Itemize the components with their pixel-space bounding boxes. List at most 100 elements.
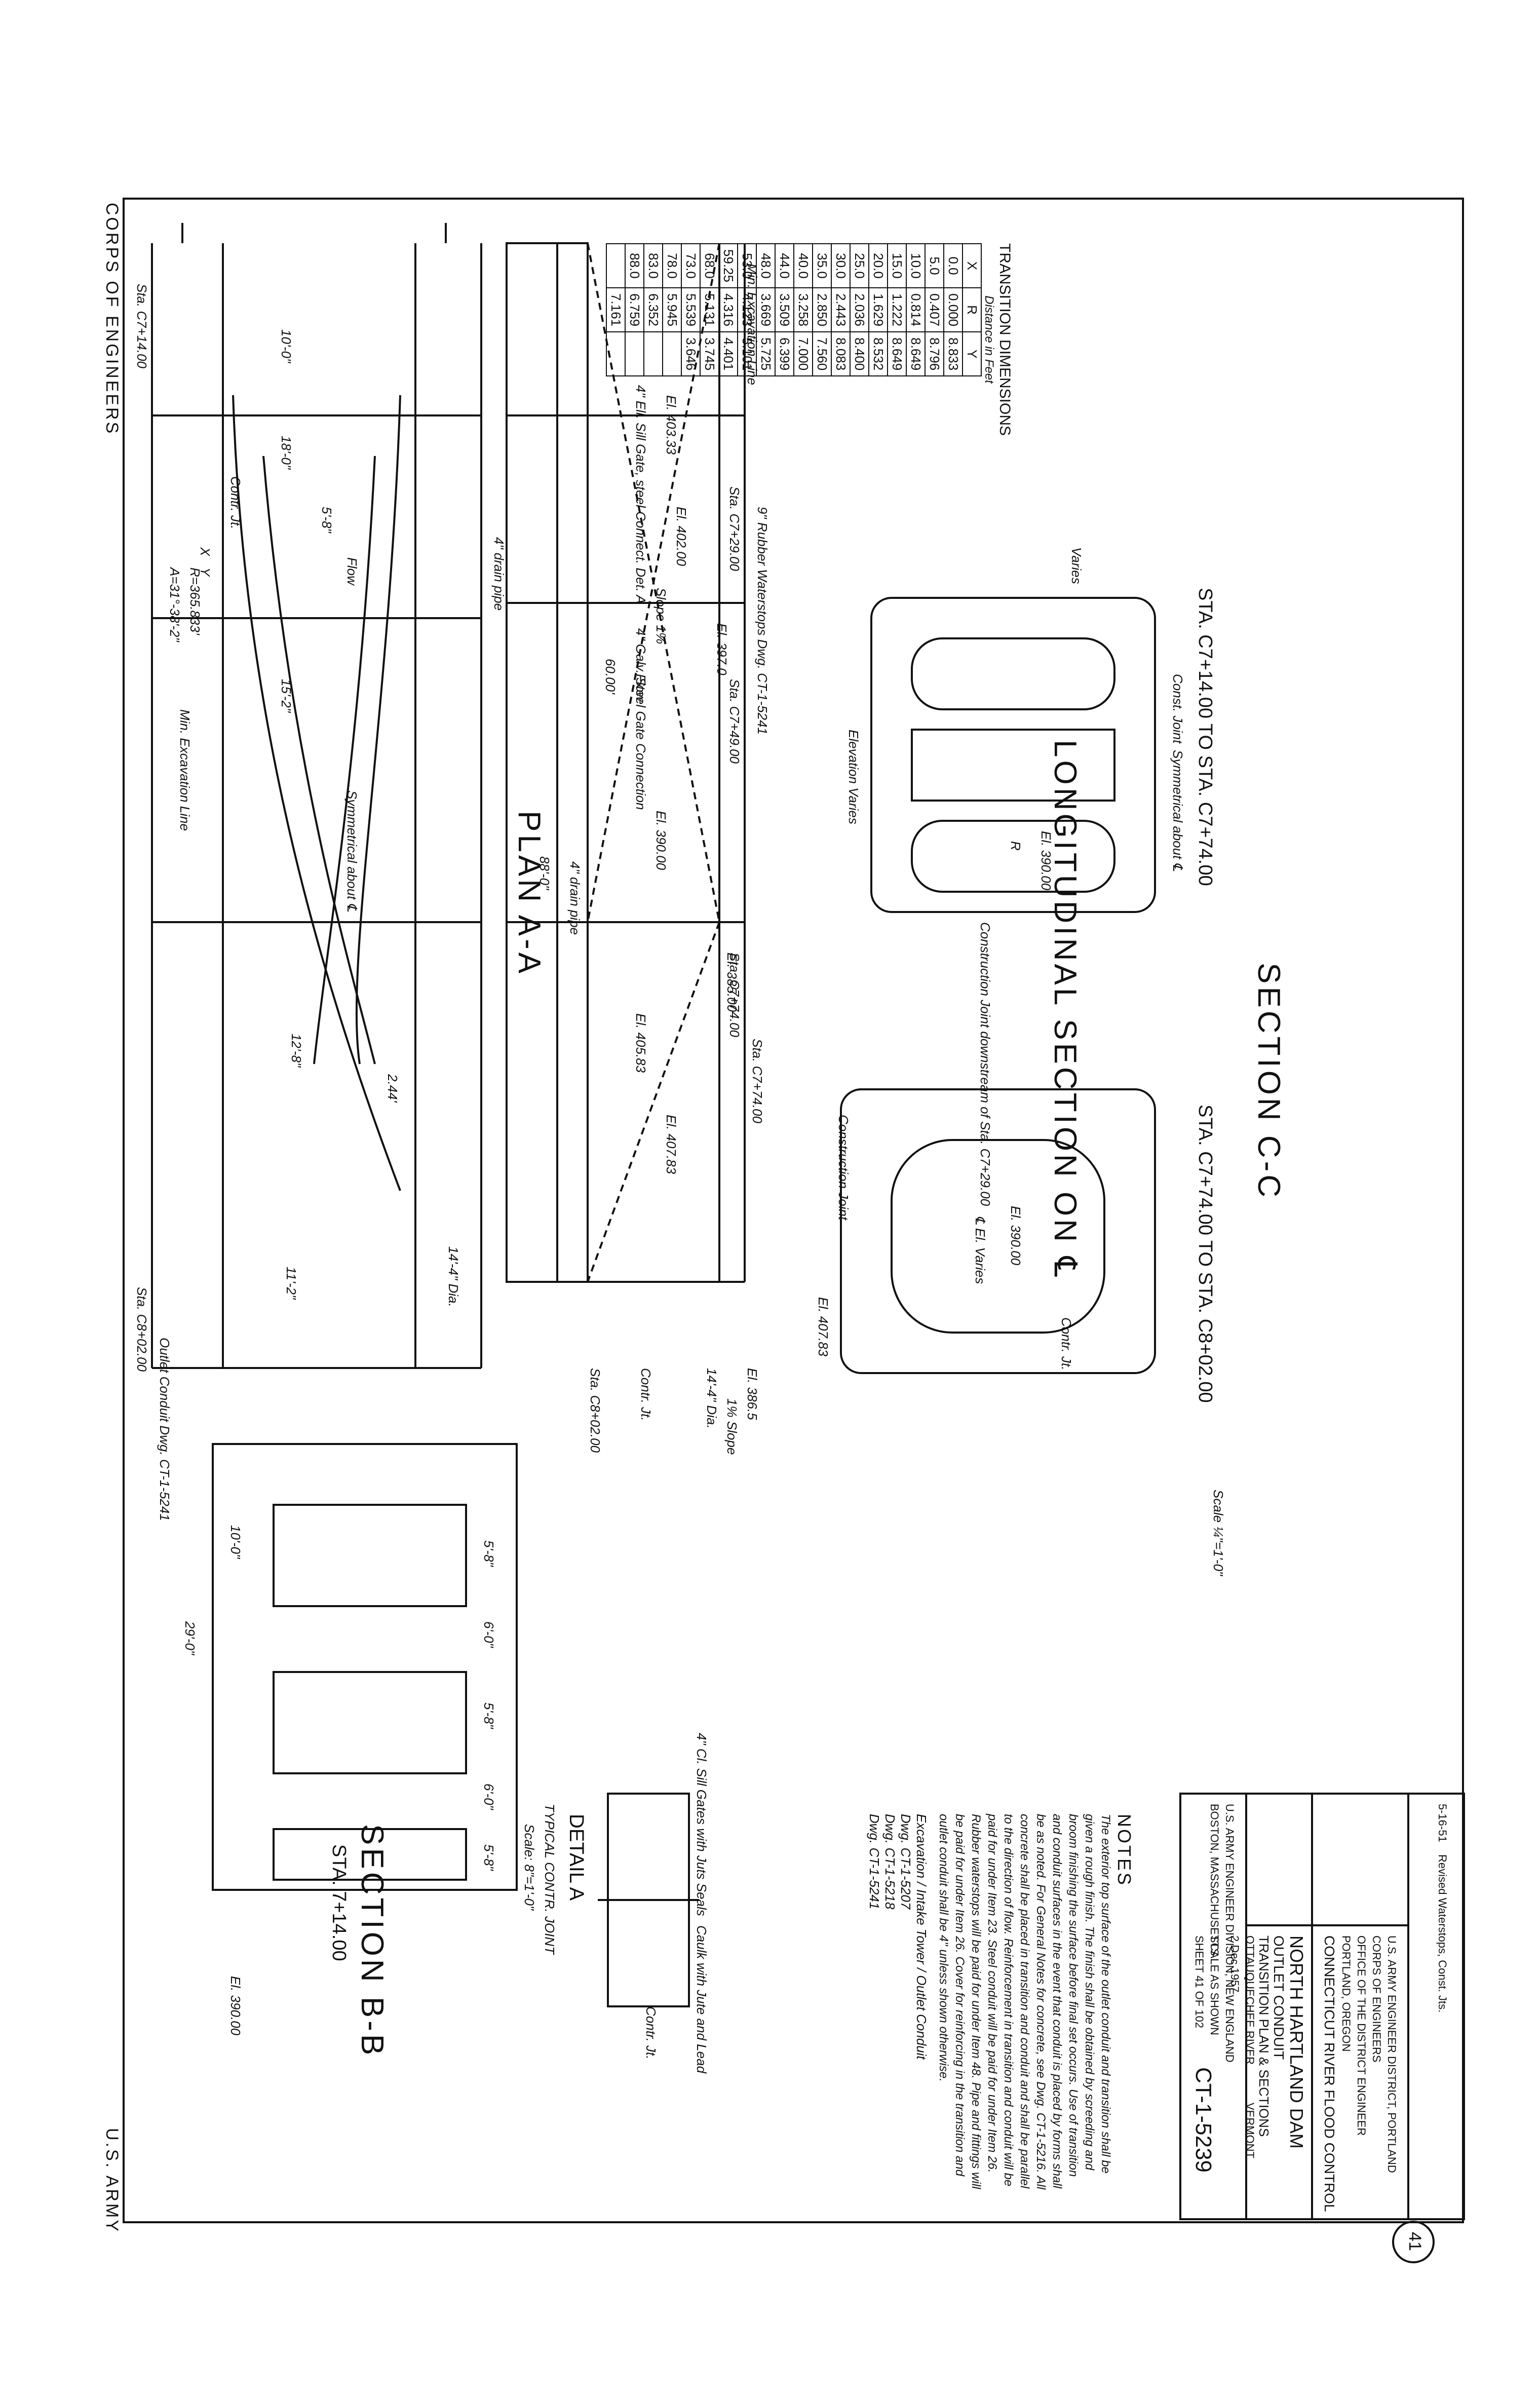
transition-cell: 48.0	[756, 244, 775, 288]
detail-a-outline	[598, 1793, 699, 2007]
transition-cell: 8.400	[850, 332, 869, 376]
tb-river: OTTAUQUECHEE RIVER	[1244, 1935, 1256, 2065]
section-bb-title: SECTION B-B	[355, 1824, 390, 2059]
transition-cell: 3.258	[794, 288, 813, 332]
notes-body: The exterior top surface of the outlet c…	[937, 1814, 1112, 2190]
notes-block: NOTES The exterior top surface of the ou…	[866, 1814, 1135, 2199]
long-label-el-40583: El. 405.83	[633, 1013, 648, 1073]
section-bb-dim-6: 5'-8"	[481, 1844, 496, 1871]
transition-cell: 3.669	[756, 288, 775, 332]
plan-label-contr-jt: Contr. Jt.	[228, 476, 243, 529]
transition-cell: 2.443	[831, 288, 850, 332]
detail-a-label-3: Contr. Jt.	[643, 2006, 659, 2060]
plan-label-outlet: Outlet Conduit Dwg. CT-1-5241	[157, 1338, 172, 1521]
tb-office: U.S. ARMY ENGINEER DISTRICT, PORTLAND	[1385, 1935, 1398, 2173]
transition-cell: 25.0	[850, 244, 869, 288]
tb-office2: OFFICE OF THE DISTRICT ENGINEER	[1355, 1935, 1368, 2136]
tb-division: U.S. ARMY ENGINEER DIVISION, NEW ENGLAND	[1223, 1804, 1236, 2063]
plan-station-5: Sta. C8+02.00	[134, 1287, 149, 1372]
tb-revision: Revised Waterstops, Const. Jts.	[1436, 1854, 1449, 2013]
plan-station-1: Sta. C7+14.00	[134, 284, 149, 368]
transition-cell: 30.0	[831, 244, 850, 288]
transition-cell: 7.161	[606, 288, 625, 332]
tb-corps: CORPS OF ENGINEERS	[1370, 1935, 1383, 2063]
plan-label-angle: A=31°-38'-2"	[167, 567, 182, 642]
transition-cell: 8.649	[906, 332, 925, 376]
transition-cell: 1.629	[869, 288, 888, 332]
transition-cell: 0.814	[906, 288, 925, 332]
tb-drawing-number: CT-1-5239	[1191, 2067, 1216, 2173]
transition-cell: 4.401	[719, 332, 738, 376]
section-cc-outline-1	[870, 597, 1156, 913]
plan-station-3: Sta. C7+49.00	[727, 679, 742, 764]
long-label-1pct: 1% Slope	[724, 1398, 740, 1455]
transition-cell: 8.083	[831, 332, 850, 376]
transition-cell: 1.222	[888, 288, 906, 332]
long-label-waterstops: 9" Rubber Waterstops Dwg. CT-1-5241	[755, 507, 770, 735]
section-cc-label-symm: Symmetrical about ℄	[1170, 750, 1185, 871]
notes-refs-title: Excavation / Intake Tower / Outlet Condu…	[914, 1814, 929, 2060]
section-bb-dim-1: 10'-0"	[228, 1525, 243, 1559]
section-cc-label-contr: Contr. Jt.	[1059, 1317, 1074, 1371]
transition-cell: 6.352	[644, 288, 663, 332]
section-cc-label-r: R	[1008, 841, 1023, 851]
section-cc-label-el390: El. 390.00	[1038, 831, 1054, 891]
section-cc-label-construction: Construction Joint	[836, 1115, 851, 1221]
plan-dim-2: 18'-0"	[279, 436, 294, 470]
section-bb-dim-2: 5'-8"	[481, 1540, 496, 1567]
plan-dim-1: 10'-0"	[279, 329, 294, 363]
transition-cell: 88.0	[625, 244, 644, 288]
plan-label-flow: Flow	[344, 557, 360, 585]
section-bb-dim-3: 6'-0"	[481, 1621, 496, 1648]
detail-a-label-1: 4" Cl. Sill Gates with Juts Seals	[694, 1733, 709, 1916]
transition-cell: 8.833	[944, 332, 962, 376]
transition-cell: 2.036	[850, 288, 869, 332]
transition-cell: 7.560	[813, 332, 831, 376]
tb-subject2: TRANSITION PLAN & SECTIONS	[1256, 1935, 1272, 2137]
transition-cell	[625, 332, 644, 376]
tb-sheet-circle: 41	[1405, 2232, 1424, 2251]
transition-header-cell: Y	[962, 332, 981, 376]
transition-table-subtitle: Distance in Feet	[982, 295, 996, 384]
transition-header-cell: X	[962, 244, 981, 288]
long-label-sta-1: Sta. C7+74.00	[750, 1039, 765, 1123]
transition-cell: 3.509	[775, 288, 794, 332]
plan-label-x: X	[198, 547, 213, 556]
long-label-contr: Contr. Jt.	[638, 1368, 653, 1421]
transition-cell: 83.0	[644, 244, 663, 288]
title-block-outline	[1179, 1793, 1465, 2220]
transition-cell: 35.0	[813, 244, 831, 288]
plan-label-symm: Symmetrical about ℄	[344, 790, 360, 912]
detail-a-scale: Scale: 8"=1'-0"	[522, 1824, 537, 1911]
transition-cell: 7.000	[794, 332, 813, 376]
plan-label-min-exc: Min. Excavation Line	[177, 709, 192, 831]
transition-table-title: TRANSITION DIMENSIONS	[996, 243, 1013, 436]
transition-cell	[663, 332, 681, 376]
transition-cell: 3.646	[681, 332, 700, 376]
plan-outline	[151, 223, 482, 1369]
transition-cell: 78.0	[663, 244, 681, 288]
transition-cell: 73.0	[681, 244, 700, 288]
tb-city: PORTLAND, OREGON	[1340, 1935, 1353, 2052]
transition-row: 7.161	[606, 244, 625, 376]
tb-sheet: SHEET 41 OF 102	[1193, 1935, 1206, 2029]
transition-cell: 0.0	[944, 244, 962, 288]
transition-cell: 53.0	[738, 244, 756, 288]
long-label-dia: 14'-4" Dia.	[704, 1368, 719, 1429]
long-label-88: 88'-0"	[537, 856, 552, 890]
section-bb-dim-overall: 29'-0"	[182, 1621, 198, 1655]
long-label-drain: 4" drain pipe	[567, 861, 583, 935]
transition-cell: 4.316	[719, 288, 738, 332]
transition-cell: 5.101	[738, 332, 756, 376]
long-label-el-38500: El. 385.00	[724, 953, 740, 1012]
plan-label-drain: 4" drain pipe	[491, 537, 507, 611]
section-cc-label-const: Const. Joint	[1170, 674, 1185, 744]
